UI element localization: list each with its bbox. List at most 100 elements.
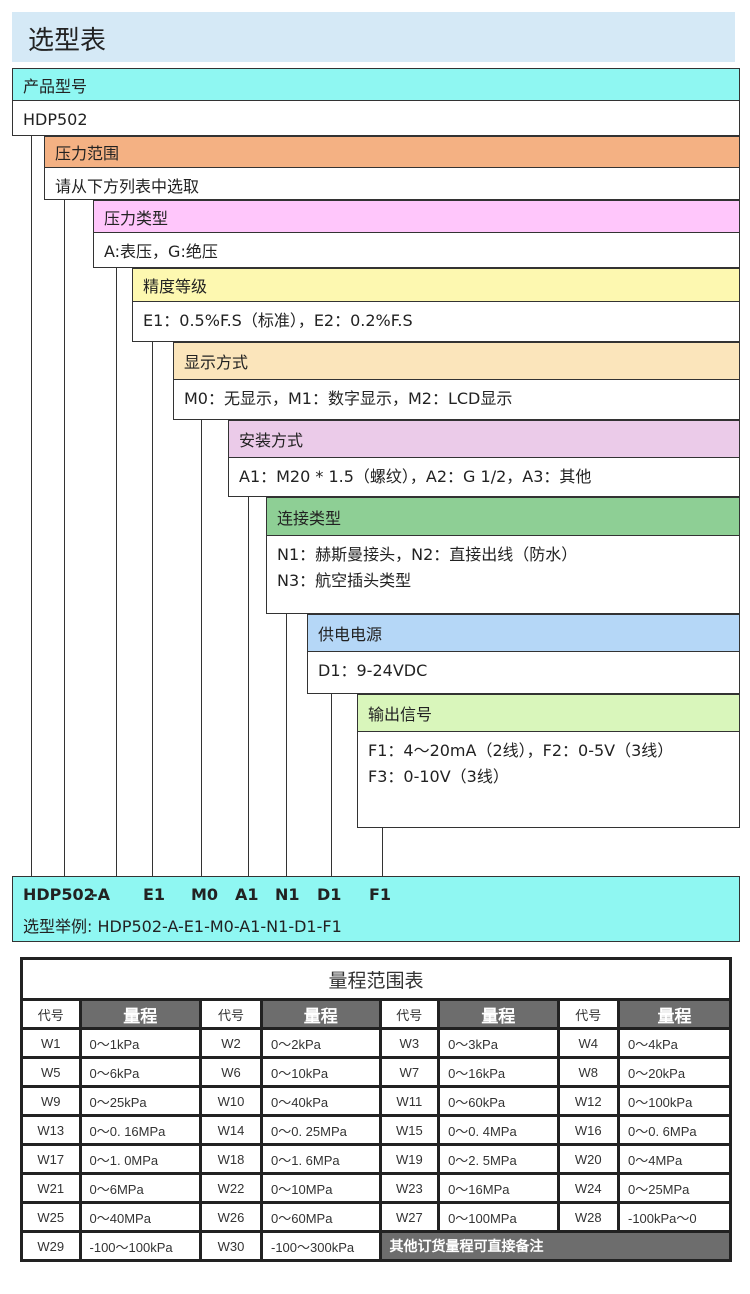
section-header: 安装方式 [228,420,740,458]
code-cell: W1 [20,1027,82,1059]
code-cell: W4 [556,1027,620,1059]
code-cell: W18 [198,1143,264,1175]
code-cell: W25 [20,1201,82,1233]
connector-line [382,828,383,876]
code-cell: W9 [20,1085,82,1117]
code-cell: W10 [198,1085,264,1117]
code-cell: W21 [20,1172,82,1204]
value-line: F3：0-10V（3线） [368,767,509,786]
code-header: 代号 [556,998,620,1030]
code-cell: W16 [556,1114,620,1146]
range-cell: 0～100MPa [437,1201,560,1233]
code-type: -A [91,885,111,904]
range-header: 量程 [78,998,202,1030]
code-header: 代号 [198,998,264,1030]
value-line: M0：无显示，M1：数字显示，M2：LCD显示 [184,389,513,408]
range-cell: 0～100kPa [616,1085,733,1117]
code-cell: W12 [556,1085,620,1117]
range-header: 量程 [437,998,560,1030]
code-cell: W19 [378,1143,441,1175]
code-cell: W29 [20,1230,82,1262]
code-cell: W26 [198,1201,264,1233]
range-cell: 0～4kPa [616,1027,733,1059]
section-value: M0：无显示，M1：数字显示，M2：LCD显示 [173,380,740,420]
section-header: 压力类型 [93,200,740,233]
code-header: 代号 [20,998,82,1030]
section-value: A1：M20 * 1.5（螺纹），A2：G 1/2，A3：其他 [228,458,740,497]
connector-line [286,614,287,876]
range-cell: 0～1. 6MPa [260,1143,382,1175]
section-value: E1：0.5%F.S（标准），E2：0.2%F.S [132,302,740,342]
connector-line [116,268,117,876]
value-line: F1：4～20mA（2线），F2：0-5V（3线） [368,741,674,760]
code-cell: W17 [20,1143,82,1175]
range-cell: 0～25kPa [78,1085,202,1117]
range-cell: -100～300kPa [260,1230,382,1262]
value-line: 请从下方列表中选取 [55,177,200,196]
range-cell: 0～3kPa [437,1027,560,1059]
range-cell: 0～40kPa [260,1085,382,1117]
range-cell: 0～2. 5MPa [437,1143,560,1175]
range-cell: 0～60MPa [260,1201,382,1233]
code-mount: A1 [235,885,259,904]
code-cell: W11 [378,1085,441,1117]
code-cell: W13 [20,1114,82,1146]
range-table-title: 量程范围表 [20,957,732,1001]
range-cell: 0～20kPa [616,1056,733,1088]
section-value: HDP502 [12,101,740,136]
code-display: M0 [191,885,219,904]
connector-line [31,136,32,876]
range-cell: 0～0. 6MPa [616,1114,733,1146]
range-header: 量程 [616,998,733,1030]
value-line: N1：赫斯曼接头，N2：直接出线（防水） [277,545,578,564]
section-header: 供电电源 [307,614,740,652]
section-value: D1：9-24VDC [307,652,740,694]
range-cell: -100kPa～0 [616,1201,733,1233]
range-note: 其他订货量程可直接备注 [378,1230,733,1262]
connector-line [152,342,153,876]
code-output: F1 [369,885,392,904]
section-header: 精度等级 [132,268,740,302]
connector-line [331,694,332,876]
example-box: HDP502 -A E1 M0 A1 N1 D1 F1 选型举例: HDP502… [12,876,740,942]
code-cell: W23 [378,1172,441,1204]
section-header: 连接类型 [266,497,740,536]
range-header: 量程 [260,998,382,1030]
code-cell: W28 [556,1201,620,1233]
range-cell: 0～60kPa [437,1085,560,1117]
code-accuracy: E1 [143,885,166,904]
range-cell: -100～100kPa [78,1230,202,1262]
code-cell: W22 [198,1172,264,1204]
code-cell: W6 [198,1056,264,1088]
code-cell: W5 [20,1056,82,1088]
value-line: HDP502 [23,110,88,129]
code-cell: W7 [378,1056,441,1088]
section-header: 输出信号 [357,694,740,732]
code-cell: W3 [378,1027,441,1059]
section-header: 压力范围 [44,136,740,168]
range-cell: 0～6MPa [78,1172,202,1204]
range-cell: 0～2kPa [260,1027,382,1059]
code-cell: W27 [378,1201,441,1233]
range-cell: 0～10MPa [260,1172,382,1204]
code-power: D1 [317,885,342,904]
code-connection: N1 [275,885,300,904]
range-cell: 0～16kPa [437,1056,560,1088]
code-cell: W2 [198,1027,264,1059]
range-cell: 0～1kPa [78,1027,202,1059]
code-cell: W8 [556,1056,620,1088]
connector-line [64,200,65,876]
code-cell: W24 [556,1172,620,1204]
range-cell: 0～0. 16MPa [78,1114,202,1146]
range-cell: 0～1. 0MPa [78,1143,202,1175]
range-cell: 0～0. 25MPa [260,1114,382,1146]
code-cell: W14 [198,1114,264,1146]
